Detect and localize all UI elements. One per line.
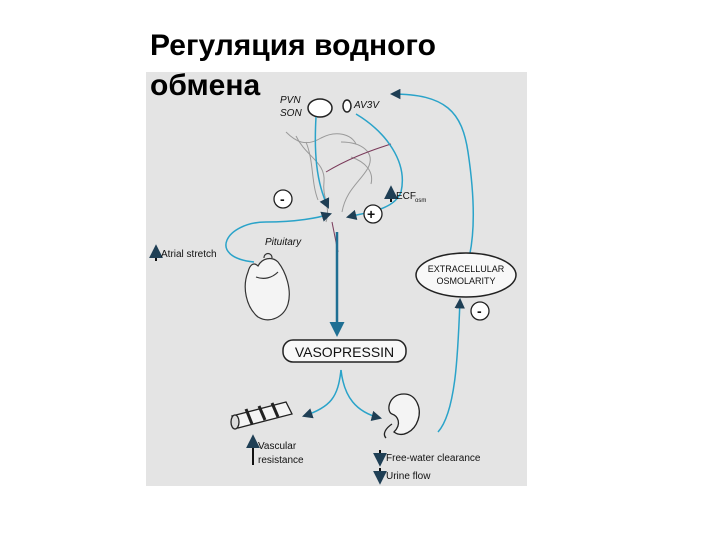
pvn-son-nucleus (307, 98, 333, 118)
hypothalamus-sketch (285, 131, 373, 223)
pvn-to-pituitary-arrow (314, 116, 330, 209)
heart-icon (244, 252, 290, 321)
vasopressin-label: VASOPRESSIN (295, 344, 394, 360)
minus-circle-top (273, 189, 293, 209)
slide-title: Регуляция водного обмена (150, 29, 436, 102)
minus-sign-top: - (280, 191, 285, 207)
to-kidney-arrow (340, 369, 383, 422)
minus-circle-right (470, 301, 490, 321)
minus-sign-right: - (477, 303, 482, 319)
urine-flow-label: Urine flow (386, 471, 431, 482)
vasopressin-box (282, 339, 407, 363)
ecf-label: ECF (396, 191, 416, 202)
ecf-subscript: osm (415, 198, 426, 204)
plus-circle (363, 204, 383, 224)
pituitary-label: Pituitary (265, 237, 302, 248)
water-regulation-diagram: PVN SON AV3V - + ECF osm Atrial stretch … (146, 72, 527, 486)
son-label: SON (280, 108, 302, 119)
blood-vessel-icon (230, 401, 293, 430)
av3v-label: AV3V (353, 100, 380, 111)
osmolarity-label: OSMOLARITY (436, 276, 495, 286)
to-vessel-arrow (302, 369, 342, 419)
atrial-stretch-arrow (225, 211, 332, 263)
resistance-label: resistance (258, 455, 304, 466)
pvn-label: PVN (280, 95, 301, 106)
kidney-icon (383, 393, 420, 439)
plus-sign: + (367, 206, 375, 222)
extracellular-osmolarity-box (415, 252, 517, 298)
av3v-to-pituitary-arrow (345, 113, 403, 221)
free-water-label: Free-water clearance (386, 453, 481, 464)
extracellular-label: EXTRACELLULAR (428, 264, 505, 274)
nerve-path (325, 143, 392, 173)
feedback-arrow-bottom (437, 297, 465, 433)
vascular-label: Vascular (258, 441, 297, 452)
av3v-nucleus (342, 99, 352, 113)
atrial-stretch-label: Atrial stretch (161, 249, 217, 260)
diagram-canvas: PVN SON AV3V - + ECF osm Atrial stretch … (149, 88, 517, 485)
feedback-arrow-top (389, 88, 475, 263)
